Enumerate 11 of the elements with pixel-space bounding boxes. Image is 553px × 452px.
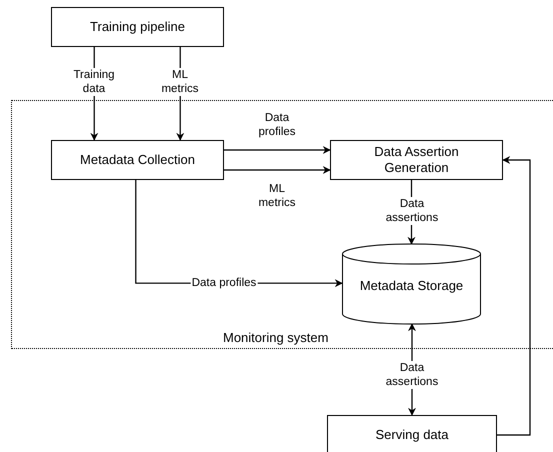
node-label: Metadata Storage (358, 278, 464, 294)
arrow (497, 156, 531, 436)
process-box: Metadata Collection (51, 140, 224, 180)
arrow (224, 166, 331, 174)
process-box: Data Assertion Generation (330, 140, 503, 180)
process-box: Training pipeline (51, 7, 224, 47)
arrow (224, 146, 331, 154)
system-boundary (11, 100, 553, 349)
process-box: Serving data (327, 415, 497, 452)
edge-label: Data profiles (190, 276, 258, 290)
group-label: Monitoring system (223, 330, 328, 345)
